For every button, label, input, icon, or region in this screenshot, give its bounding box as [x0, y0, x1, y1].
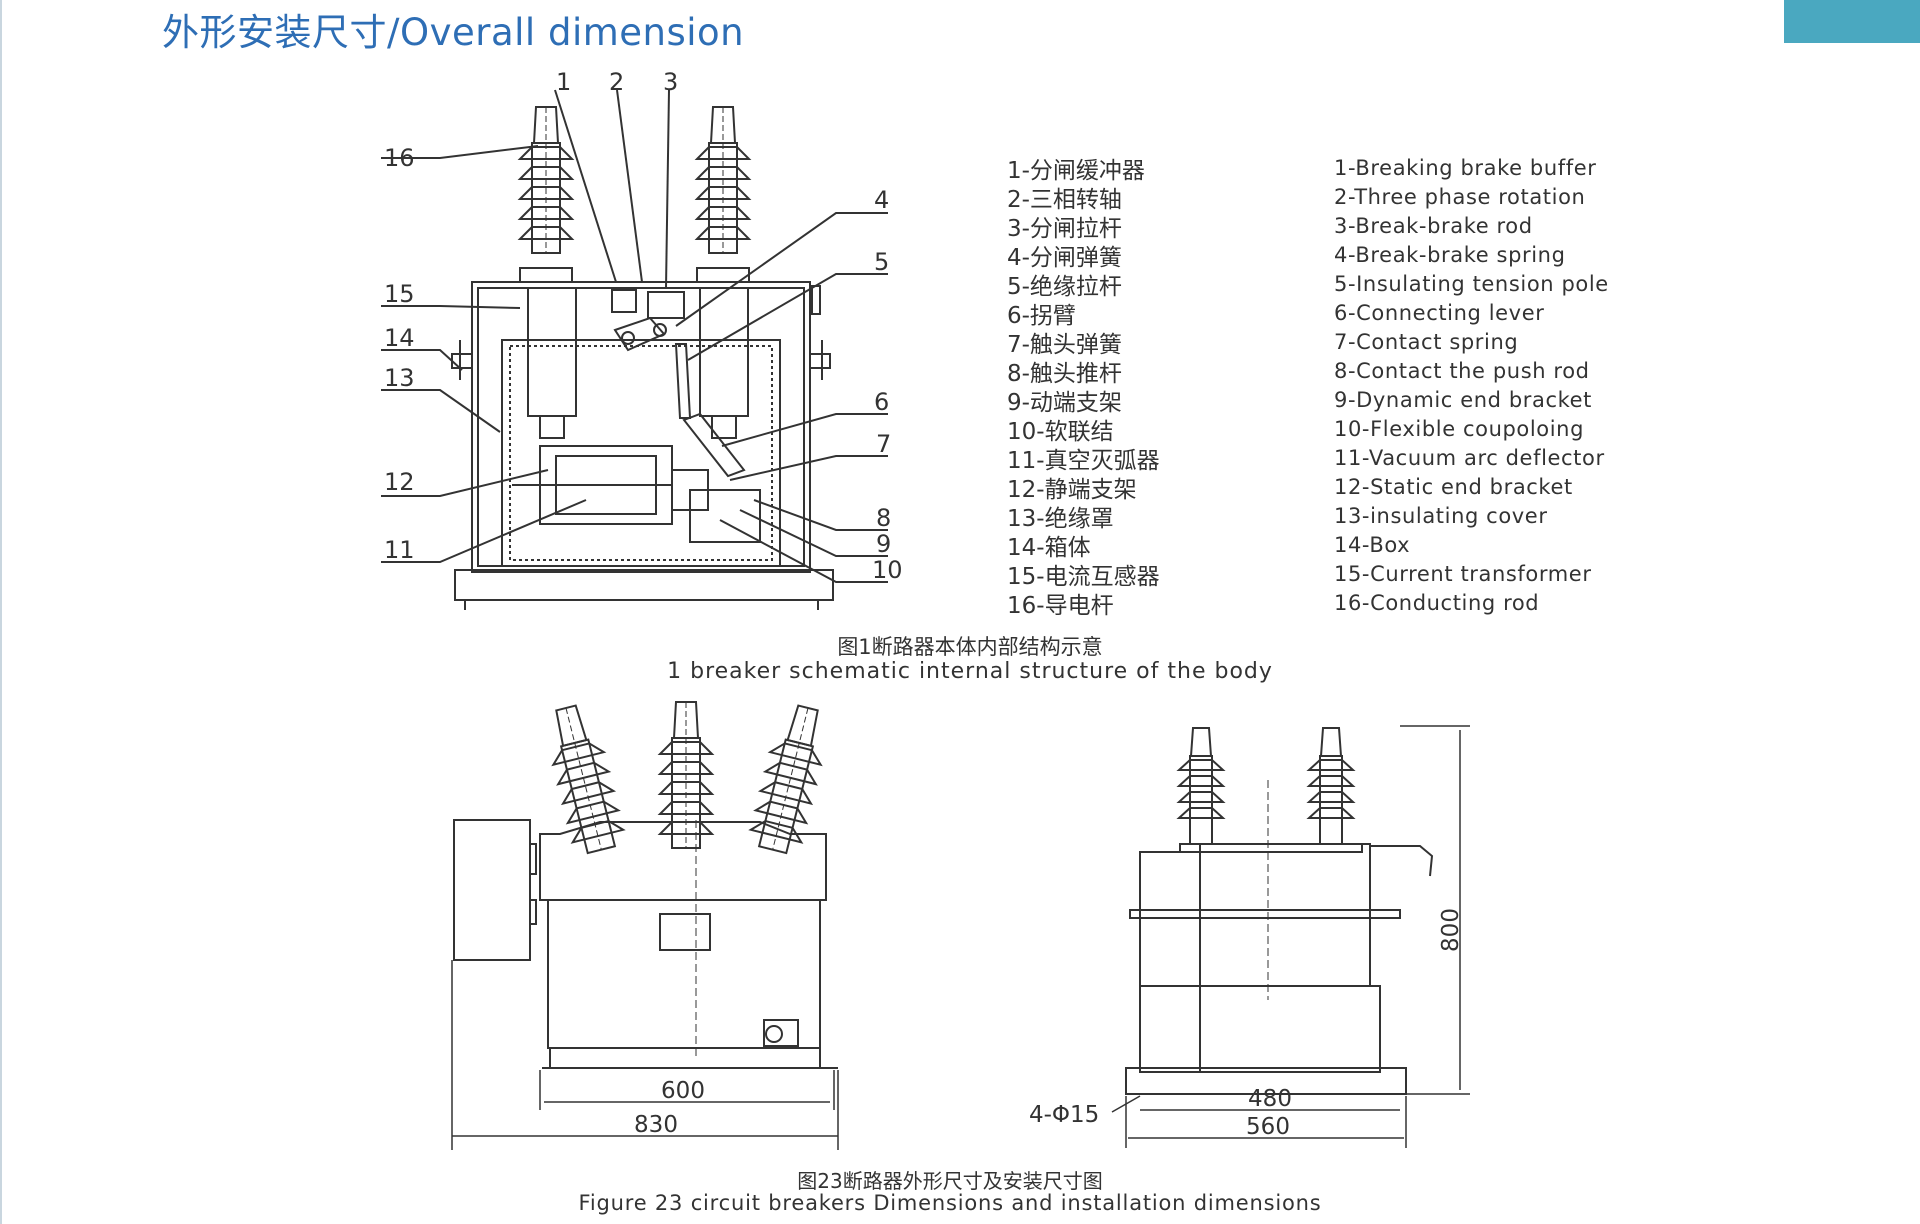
- dim-600-label: 600: [661, 1078, 705, 1104]
- legend-cn-item: 3-分闸拉杆: [1007, 216, 1122, 242]
- legend-cn-item: 7-触头弹簧: [1007, 332, 1122, 358]
- figure1-drawing: [381, 89, 888, 610]
- legend-cn-item: 5-绝缘拉杆: [1007, 274, 1122, 300]
- figure23-front-view: [451, 700, 839, 1150]
- legend-cn-item: 6-拐臂: [1007, 303, 1076, 329]
- legend-en-item: 14-Box: [1334, 533, 1411, 557]
- accent-tab: [1784, 0, 1920, 43]
- mounting-holes-label: 4-Φ15: [1029, 1102, 1099, 1128]
- legend-en-item: 2-Three phase rotation: [1334, 185, 1586, 209]
- legend-cn-item: 12-静端支架: [1007, 477, 1137, 503]
- callout-2: 2: [609, 68, 624, 96]
- callout-14: 14: [384, 324, 415, 352]
- dim-560-label: 560: [1246, 1114, 1290, 1140]
- legend-en-item: 1-Breaking brake buffer: [1334, 156, 1597, 180]
- figure1-caption-cn: 图1断路器本体内部结构示意: [837, 635, 1103, 659]
- dim-830-label: 830: [634, 1112, 678, 1138]
- left-border-rule: [0, 0, 2, 1224]
- callout-11: 11: [384, 536, 415, 564]
- legend-en-item: 10-Flexible coupoloing: [1334, 417, 1585, 441]
- callout-12: 12: [384, 468, 415, 496]
- callout-5: 5: [874, 248, 889, 276]
- legend-cn-item: 10-软联结: [1007, 419, 1114, 445]
- legend-cn-item: 4-分闸弹簧: [1007, 245, 1122, 271]
- legend-english: 1-Breaking brake buffer 2-Three phase ro…: [1334, 154, 1609, 618]
- legend-en-item: 8-Contact the push rod: [1334, 359, 1590, 383]
- callout-7: 7: [876, 430, 891, 458]
- page-title: 外形安装尺寸/Overall dimension: [162, 11, 745, 54]
- legend-en-item: 4-Break-brake spring: [1334, 243, 1566, 267]
- figure23-caption-en: Figure 23 circuit breakers Dimensions an…: [578, 1191, 1322, 1215]
- dim-800-label: 800: [1438, 908, 1464, 952]
- legend-en-item: 6-Connecting lever: [1334, 301, 1545, 325]
- legend-cn-item: 2-三相转轴: [1007, 187, 1122, 213]
- legend-cn-item: 15-电流互感器: [1007, 564, 1160, 590]
- legend-en-item: 3-Break-brake rod: [1334, 214, 1533, 238]
- legend-cn-item: 14-箱体: [1007, 535, 1091, 561]
- callout-10: 10: [872, 556, 903, 584]
- figure1-callouts: 1 2 3 4 5 6 7 8 9 10 11 12 13 14 15 16: [384, 68, 903, 584]
- callout-1: 1: [556, 68, 571, 96]
- legend-cn-item: 16-导电杆: [1007, 593, 1114, 619]
- callout-9: 9: [876, 530, 891, 558]
- dim-480-label: 480: [1248, 1086, 1292, 1112]
- legend-cn-item: 8-触头推杆: [1007, 361, 1122, 387]
- figure23-caption-cn: 图23断路器外形尺寸及安装尺寸图: [797, 1169, 1103, 1193]
- legend-chinese: 1-分闸缓冲器 2-三相转轴 3-分闸拉杆 4-分闸弹簧 5-绝缘拉杆 6-拐臂…: [1007, 157, 1160, 621]
- legend-en-item: 15-Current transformer: [1334, 562, 1592, 586]
- figure23-side-view: [1111, 725, 1470, 1148]
- legend-en-item: 11-Vacuum arc deflector: [1334, 446, 1605, 470]
- legend-cn-item: 13-绝缘罩: [1007, 506, 1114, 532]
- callout-16: 16: [384, 144, 415, 172]
- callout-8: 8: [876, 504, 891, 532]
- callout-3: 3: [663, 68, 678, 96]
- callout-6: 6: [874, 388, 889, 416]
- legend-cn-item: 1-分闸缓冲器: [1007, 158, 1145, 184]
- callout-4: 4: [874, 186, 889, 214]
- legend-en-item: 13-insulating cover: [1334, 504, 1548, 528]
- callout-15: 15: [384, 280, 415, 308]
- legend-en-item: 12-Static end bracket: [1334, 475, 1573, 499]
- figure1-caption-en: 1 breaker schematic internal structure o…: [667, 659, 1273, 684]
- legend-cn-item: 11-真空灭弧器: [1007, 448, 1160, 474]
- legend-en-item: 16-Conducting rod: [1334, 591, 1540, 615]
- callout-13: 13: [384, 364, 415, 392]
- legend-en-item: 5-Insulating tension pole: [1334, 272, 1609, 296]
- legend-en-item: 9-Dynamic end bracket: [1334, 388, 1593, 412]
- legend-cn-item: 9-动端支架: [1007, 390, 1122, 416]
- legend-en-item: 7-Contact spring: [1334, 330, 1519, 354]
